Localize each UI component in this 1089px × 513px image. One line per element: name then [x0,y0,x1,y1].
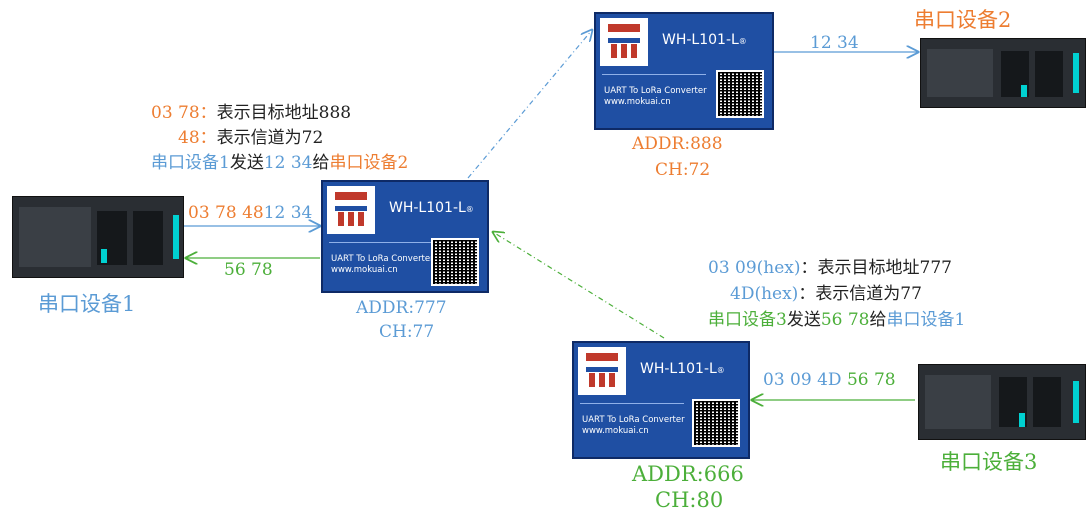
brand-logo-icon [600,18,648,66]
qr-code-icon [431,238,479,286]
dev1-to-module1-label: 03 78 4812 34 [188,203,313,223]
divider [329,242,433,243]
module-model: WH-L101-L® [640,361,725,377]
annotation-top-line3: 串口设备1发送12 34给串口设备2 [151,153,409,173]
module3-to-module1-line [493,232,665,339]
annotation-top-line2: 48：表示信道为72 [178,128,324,148]
module-1-addr: ADDR:777 [356,298,447,318]
device-slot [133,211,163,265]
qr-code-icon [716,70,764,118]
module-1-ch: CH:77 [379,322,435,342]
module-2-ch: CH:72 [655,160,711,180]
brand-logo-icon [578,347,626,395]
module-3-ch: CH:80 [655,488,724,512]
module-model: WH-L101-L® [389,200,474,216]
annotation-right-line1: 03 09(hex)：表示目标地址777 [708,258,952,278]
divider [602,74,706,75]
device-led [1019,413,1025,427]
serial-device-1 [12,196,184,278]
annotation-top-line1: 03 78：表示目标地址888 [151,103,352,123]
module1-to-module2-line [467,30,592,179]
device-led [1073,381,1079,423]
device-slot [1033,377,1061,427]
device-1-label: 串口设备1 [38,292,136,316]
device-2-label: 串口设备2 [914,8,1012,32]
divider [580,403,684,404]
module1-to-dev1-label: 56 78 [224,260,273,280]
module-2-addr: ADDR:888 [632,134,723,154]
device-led [101,249,107,263]
device-led [173,215,179,259]
annotation-right-line2: 4D(hex)：表示信道为77 [730,284,922,304]
device-led [1021,85,1027,97]
annotation-right-line3: 串口设备3发送56 78给串口设备1 [708,310,966,330]
module-model: WH-L101-L® [662,32,747,48]
device-panel [925,375,991,429]
qr-code-icon [692,399,740,447]
device-led [1073,53,1079,93]
module-3-addr: ADDR:666 [632,462,744,486]
serial-device-2 [920,38,1086,108]
module2-to-dev2-label: 12 34 [810,33,859,53]
device-panel [927,49,993,97]
brand-logo-icon [327,186,375,234]
device-slot [1035,51,1063,97]
serial-device-3 [918,364,1086,440]
device-panel [19,207,91,267]
dev3-to-module3-label: 03 09 4D 56 78 [763,370,896,390]
device-3-label: 串口设备3 [940,450,1038,474]
